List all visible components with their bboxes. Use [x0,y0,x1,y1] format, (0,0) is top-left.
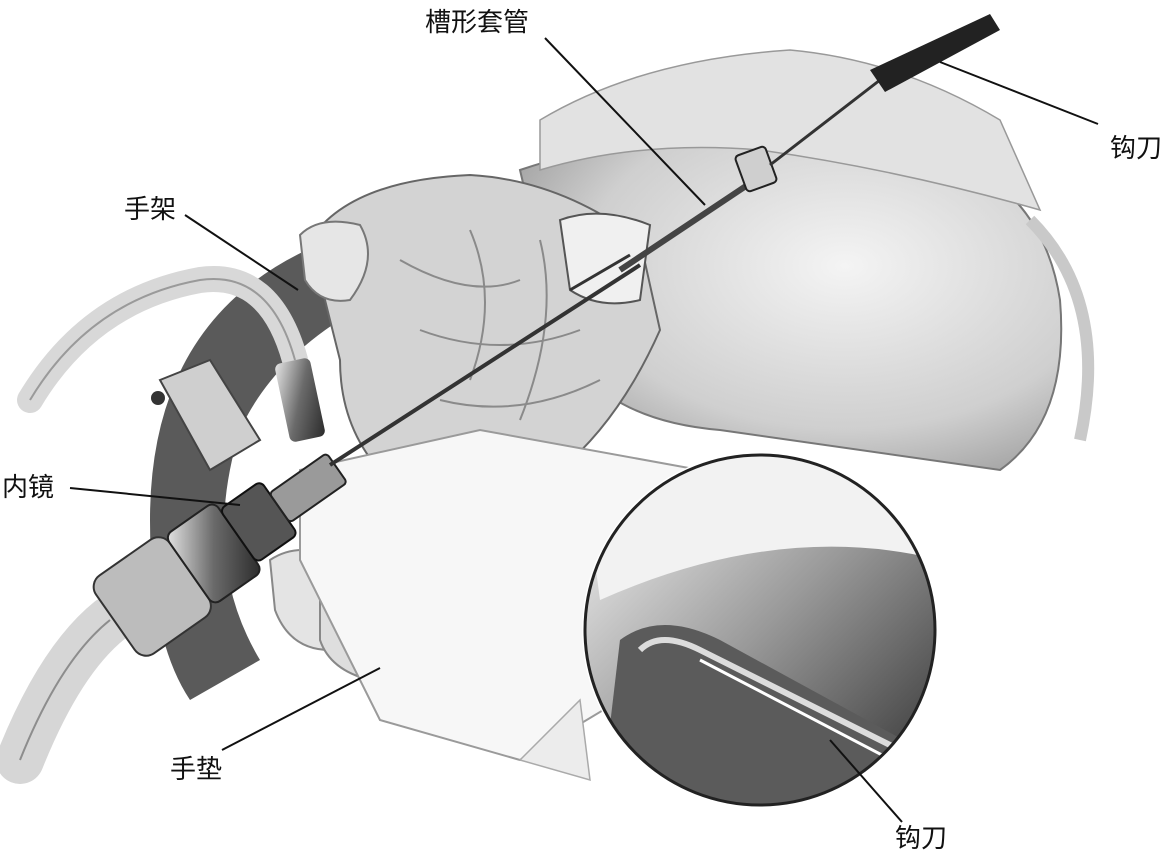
endoscope-body [0,263,642,784]
leader-endoscope [69,487,241,506]
magnified-inset [582,452,938,808]
light-cable-connector [275,358,325,442]
hand-rest-frame [150,205,520,700]
label-hand-rest: 手架 [124,195,177,225]
leader-hook-knife-top [939,61,1099,125]
leader-lines [69,37,1099,823]
label-hook-knife-inset: 钩刀 [895,824,948,854]
leader-hook-knife-inset [829,739,903,823]
label-endoscope: 内镜 [2,473,55,503]
label-hand-pad: 手垫 [170,755,223,785]
leader-hand-rest [184,214,299,291]
leader-groove-sheath [544,37,706,206]
forearm [518,49,1095,472]
label-groove-sheath: 槽形套管 [425,8,530,38]
hook-knife-instrument [769,14,1000,167]
groove-sheath [618,145,778,273]
leader-hand-pad [221,667,381,751]
label-hook-knife-top: 钩刀 [1110,134,1163,164]
